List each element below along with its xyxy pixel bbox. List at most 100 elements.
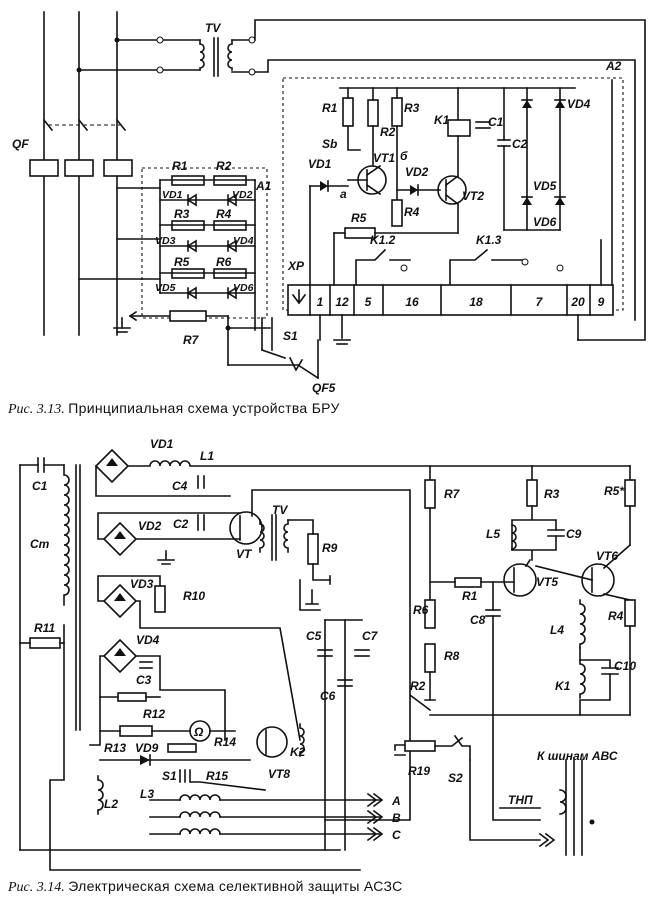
r19-label: R19 xyxy=(408,764,430,778)
r7-ground: R7 xyxy=(113,310,271,366)
r1-label: R1 xyxy=(172,159,188,173)
k2-label: K2 xyxy=(290,745,306,759)
s1-qf5: S1 QF5 xyxy=(227,317,336,395)
tv-label: TV xyxy=(205,21,221,35)
a1-module: A1 R1 R2 VD1 xyxy=(78,159,272,331)
r1-label-2: R1 xyxy=(462,589,478,603)
bus-label: К шинам АВС xyxy=(537,749,618,763)
r2-label: R2 xyxy=(216,159,232,173)
vd1-label-main: VD1 xyxy=(308,157,332,171)
r4-label-main: R4 xyxy=(404,205,420,219)
right-section: R7 R6 R8 R2 R3 L5 C9 R5* xyxy=(394,465,636,856)
bridge-vd3: VD3 R10 xyxy=(97,575,301,741)
vd2-label-2: VD2 xyxy=(138,519,162,533)
vt8-section: R12 Ω R13 R14 VD9 VT8 K2 S1 R15 xyxy=(99,707,306,791)
terminal-5: 5 xyxy=(365,295,372,309)
c2-label: C2 xyxy=(512,137,528,151)
vt6-label: VT6 xyxy=(596,549,618,563)
phase-b-label: B xyxy=(392,811,401,825)
r4-label: R4 xyxy=(216,207,232,221)
vd6-label: VD6 xyxy=(233,282,254,294)
vd3-label-2: VD3 xyxy=(130,577,154,591)
phase-c-label: C xyxy=(392,828,401,842)
vt1-label: VT1 xyxy=(373,151,395,165)
tv-label-2: TV xyxy=(272,503,288,517)
s1-label: S1 xyxy=(283,329,298,343)
node-a-label: а xyxy=(340,187,347,201)
c1-label-2: C1 xyxy=(32,479,48,493)
r13-label: R13 xyxy=(104,741,126,755)
vd4-label: VD4 xyxy=(233,235,254,247)
vd2-label: VD2 xyxy=(232,189,253,201)
vd4-label-main: VD4 xyxy=(567,97,591,111)
c8-label: C8 xyxy=(470,613,486,627)
r9-label: R9 xyxy=(322,541,338,555)
vd3-label: VD3 xyxy=(155,235,176,247)
xp-terminal-strip: XP 1 12 5 16 18 7 20 9 xyxy=(287,79,614,345)
vt8-label: VT8 xyxy=(268,767,290,781)
r6-label: R6 xyxy=(216,255,232,269)
vt2-label: VT2 xyxy=(462,189,484,203)
s1-label-2: S1 xyxy=(162,769,177,783)
bridge-vd4: VD4 C3 xyxy=(89,633,226,746)
qf-label: QF xyxy=(12,137,29,151)
l1-label: L1 xyxy=(200,449,214,463)
l2-l3-phases: L2 L3 A B C xyxy=(97,775,401,842)
terminal-16: 16 xyxy=(405,295,419,309)
vt5-label: VT5 xyxy=(536,575,558,589)
c6-label: C6 xyxy=(320,689,336,703)
c5-label: C5 xyxy=(306,629,322,643)
phase-a-label: A xyxy=(391,794,401,808)
r3-label-main: R3 xyxy=(404,101,420,115)
r14-label: R14 xyxy=(214,735,236,749)
terminal-7: 7 xyxy=(536,295,544,309)
terminal-1: 1 xyxy=(317,295,324,309)
l2-label: L2 xyxy=(104,797,118,811)
sb-label: Sb xyxy=(322,137,337,151)
node-b-label: б xyxy=(400,149,408,163)
s2-label: S2 xyxy=(448,771,463,785)
c1-label: C1 xyxy=(488,115,504,129)
vt-label-2: VT xyxy=(236,547,253,561)
tv-r9: TV R9 xyxy=(259,503,338,611)
vd1-label: VD1 xyxy=(162,189,183,201)
qf-breaker: QF xyxy=(12,118,133,177)
figure-3-14: C1 Cт R11 VD1 L1 C4 VD2 xyxy=(19,437,636,871)
vd4-label-2: VD4 xyxy=(136,633,160,647)
r3-label-2: R3 xyxy=(544,487,560,501)
k12-label: K1.2 xyxy=(370,233,396,247)
r8-label: R8 xyxy=(444,649,460,663)
caption-text: Принципиальная схема устройства БРУ xyxy=(68,400,340,416)
vd5-label: VD5 xyxy=(155,282,176,294)
c9-label: C9 xyxy=(566,527,582,541)
terminal-12: 12 xyxy=(335,295,349,309)
r15-label: R15 xyxy=(206,769,228,783)
bridge-vd2: VD2 C2 VT xyxy=(97,489,411,821)
vd6-label-main: VD6 xyxy=(533,215,557,229)
ct-label: Cт xyxy=(30,537,50,551)
tv-transformer: TV A2 xyxy=(76,19,646,341)
r2-label-2: R2 xyxy=(410,679,426,693)
k1-label: K1 xyxy=(434,113,450,127)
r12-label: R12 xyxy=(143,707,165,721)
k13-label: K1.3 xyxy=(476,233,502,247)
r5-label-2: R5* xyxy=(604,484,625,498)
a2-label: A2 xyxy=(605,59,622,73)
qf5-label: QF5 xyxy=(312,381,336,395)
r5-label-main: R5 xyxy=(351,211,367,225)
c2-label-2: C2 xyxy=(173,517,189,531)
c4-label: C4 xyxy=(172,479,188,493)
terminal-18: 18 xyxy=(469,295,483,309)
c5-c6-c7: C5 C6 C7 xyxy=(306,619,379,851)
r4-label-2: R4 xyxy=(608,609,624,623)
vd2-label-main: VD2 xyxy=(405,165,429,179)
caption-lead: Рис. 3.13. xyxy=(8,402,65,417)
r2-label-main: R2 xyxy=(380,125,396,139)
a1-label: A1 xyxy=(255,179,272,193)
figure-3-14-caption: Рис. 3.14. Электрическая схема селективн… xyxy=(8,878,402,896)
vd5-label-main: VD5 xyxy=(533,179,557,193)
l4-label: L4 xyxy=(550,623,564,637)
r7-label: R7 xyxy=(183,333,200,347)
figure-3-13-caption: Рис. 3.13. Принципиальная схема устройст… xyxy=(8,400,340,418)
